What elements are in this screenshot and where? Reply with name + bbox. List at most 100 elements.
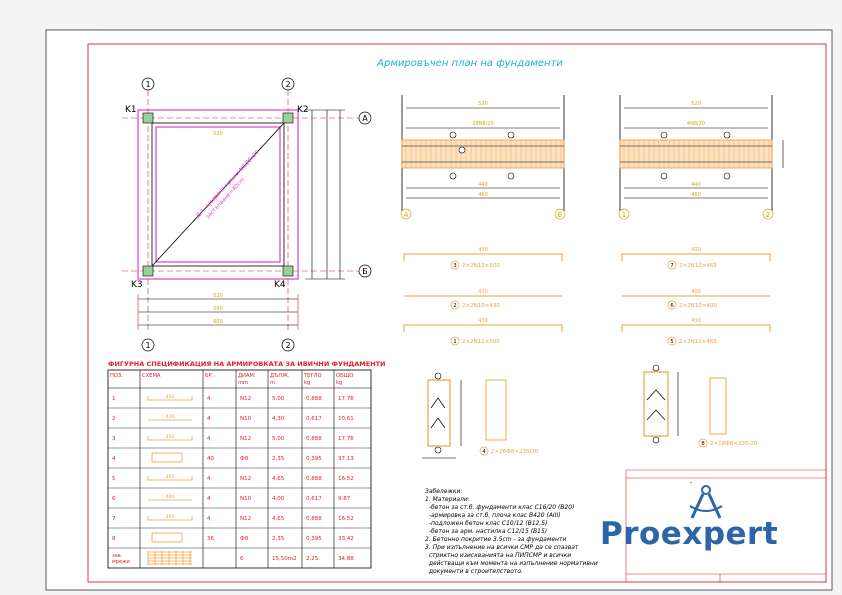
bar-2-label: 2×2N10×430 xyxy=(462,303,500,309)
right-section-width: 520 xyxy=(691,101,701,107)
notes-line: 1. Материали: xyxy=(425,496,470,503)
bar-6-length: 400 xyxy=(691,289,701,295)
bar-5-label: 2×2N12×465 xyxy=(679,339,717,345)
table-cell: 4 xyxy=(112,456,116,462)
notes-line: стриктно изискванията на ПИПСМР и всички xyxy=(425,552,572,559)
table-schema-length: 430 xyxy=(166,414,175,420)
table-cell: 0,395 xyxy=(306,536,322,542)
title-block-dash: - xyxy=(690,479,692,486)
table-cell: 4,30 xyxy=(272,416,285,422)
table-header-cell: БР. xyxy=(205,373,214,379)
notes-line: 3. При изпълнение на всички СМР да се сп… xyxy=(425,544,579,551)
notes-line: -бетон за арм. настилка C12/15 (B15) xyxy=(425,528,548,535)
table-cell: 0,617 xyxy=(306,496,322,502)
bar-3-num: 3 xyxy=(453,263,457,269)
bar-2-num: 2 xyxy=(453,303,457,309)
right-section-dim2: 460 xyxy=(691,192,701,198)
bar-3-length: 430 xyxy=(478,247,488,253)
left-section-axis-a: A xyxy=(404,211,409,219)
axis-label-2-bottom: 2 xyxy=(285,341,290,350)
table-cell: N12 xyxy=(240,516,251,522)
axis-label-b: Б xyxy=(362,267,368,276)
table-cell: 8 xyxy=(112,536,116,542)
bar-7-num: 7 xyxy=(670,263,674,269)
table-cell: 4 xyxy=(207,436,211,442)
column-k1: K1 xyxy=(125,105,137,115)
table-cell: 34,88 xyxy=(338,556,354,562)
table-cell: 0,888 xyxy=(306,476,322,482)
table-cell: 2 xyxy=(112,416,116,422)
table-cell: 17,76 xyxy=(338,436,354,442)
table-schema-length: 400 xyxy=(166,494,175,500)
bar-shapes xyxy=(403,253,771,332)
bar-8-num: 8 xyxy=(701,441,705,447)
table-cell: 6 xyxy=(112,496,116,502)
proexpert-logo: Proexpert xyxy=(598,482,824,574)
bar-7-label: 2×2N12×465 xyxy=(679,263,717,269)
table-cell: 17,76 xyxy=(338,396,354,402)
notes-line: -подложен бетон клас C10/12 (B12,5) xyxy=(425,520,548,527)
table-cell: 0,888 xyxy=(306,396,322,402)
notes-line: -армировка за ст.б. плоча клас B420 (AII… xyxy=(425,512,561,519)
table-cell: 37.13 xyxy=(338,456,354,462)
dim-600: 600 xyxy=(213,319,223,325)
table-cell: 5 xyxy=(112,476,116,482)
table-cell: мрежи xyxy=(112,559,130,565)
table-cell: 4,00 xyxy=(272,496,285,502)
bar-5-num: 5 xyxy=(670,339,674,345)
bar-8-label: 2×18Ф8×235/20 xyxy=(710,441,758,447)
table-cell: 4 xyxy=(207,476,211,482)
bar-6-label: 2×2N10×400 xyxy=(679,303,717,309)
table-cell: 0,617 xyxy=(306,416,322,422)
table-schema-length: 405 xyxy=(166,474,175,480)
table-header-cell: kg xyxy=(304,380,310,386)
table-cell: 2,35 xyxy=(272,456,285,462)
table-cell: 10,61 xyxy=(338,416,354,422)
notes-line: Забележки: xyxy=(425,488,463,495)
table-cell: 1 xyxy=(112,396,116,402)
table-schema-length: 450 xyxy=(166,394,175,400)
logo-text: Proexpert xyxy=(600,516,779,552)
left-section-rebar: 28N8/20 xyxy=(472,121,493,127)
table-cell: 0,888 xyxy=(306,516,322,522)
table-cell: 0,395 xyxy=(306,456,322,462)
table-schema-length: 450 xyxy=(166,434,175,440)
table-cell: 33,42 xyxy=(338,536,354,542)
table-header-cell: СХЕМА xyxy=(142,373,161,379)
table-cell: 4 xyxy=(207,496,211,502)
axis-label-2-top: 2 xyxy=(285,80,290,89)
table-cell: 15,50m2 xyxy=(272,556,297,562)
table-cell: 0,888 xyxy=(306,436,322,442)
dim-560: 560 xyxy=(213,306,223,312)
bar-1-label: 2×2N12×500 xyxy=(462,339,500,345)
table-cell: 4,65 xyxy=(272,516,285,522)
table-header-cell: ПОЗ. xyxy=(110,373,123,379)
table-cell: 16.52 xyxy=(338,476,354,482)
column-k2: K2 xyxy=(297,105,309,115)
table-header-cell: ОБЩО xyxy=(336,373,353,379)
table-cell: 9.87 xyxy=(338,496,351,502)
table-cell: 7 xyxy=(112,516,116,522)
stirrup-detail-right: 8 2×18Ф8×235/20 xyxy=(643,364,758,448)
table-cell: 4 xyxy=(207,516,211,522)
bar-4-num: 4 xyxy=(482,449,486,455)
notes-line: действащи към момента на изпълнение норм… xyxy=(425,560,598,567)
right-section-dim1: 440 xyxy=(691,182,701,188)
left-section-dim2: 460 xyxy=(478,192,488,198)
table-cell: N10 xyxy=(240,416,252,422)
bar-5-length: 430 xyxy=(691,318,701,324)
right-section-axis-2: 2 xyxy=(766,211,770,219)
axis-label-1-top: 1 xyxy=(145,80,150,89)
table-schema-length: 405 xyxy=(166,514,175,520)
table-header-cell: ДИАМ. xyxy=(238,373,256,379)
bar-4-label: 2×26Ф8×235/20 xyxy=(491,449,539,455)
table-cell: 36 xyxy=(207,536,214,542)
axis-label-a: A xyxy=(362,114,368,123)
section-right: 520 4N8/20 440 460 1 2 xyxy=(618,95,784,220)
table-cell: 4 xyxy=(207,396,211,402)
left-section-width: 520 xyxy=(478,101,488,107)
bar-2-length: 430 xyxy=(478,289,488,295)
notes-line: 2. Бетонно покритие 3.5cm - за фундамент… xyxy=(425,536,567,543)
table-header-cell: m xyxy=(270,380,275,386)
